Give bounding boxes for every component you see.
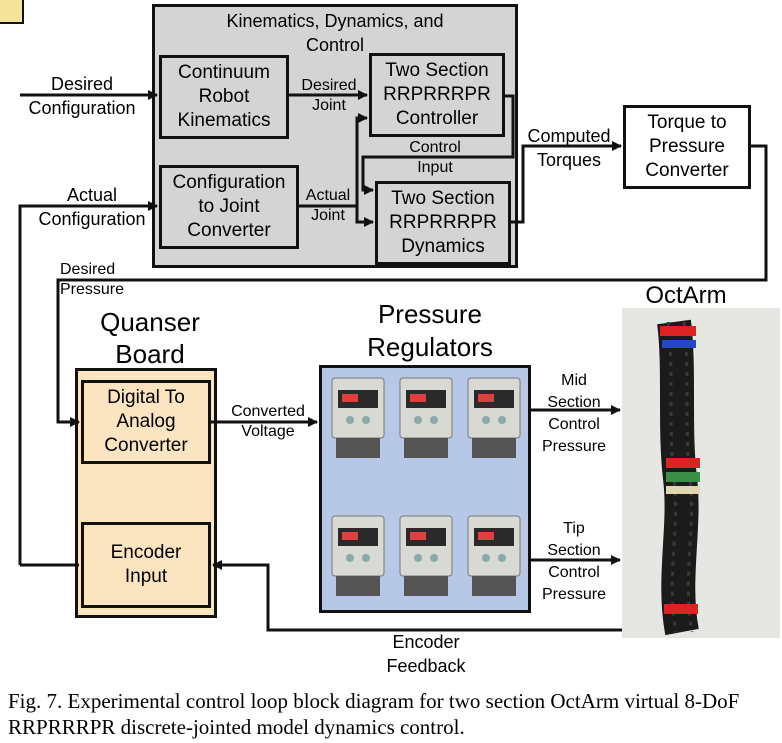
desired-configuration-label: Desired Configuration xyxy=(28,74,136,118)
regulator-device xyxy=(330,376,386,460)
regulator-device xyxy=(398,514,454,598)
regulator-device xyxy=(466,514,522,598)
desired-joint-label: Desired Joint xyxy=(301,77,357,114)
dac-label: Digital To Analog Converter xyxy=(104,387,188,456)
regulator-device xyxy=(330,514,386,598)
computed-torques-label: Computed Torques xyxy=(527,126,611,170)
regulator-device xyxy=(466,376,522,460)
configuration-to-joint-block[interactable]: Configuration to Joint Converter xyxy=(159,165,299,249)
dynamics-label: Two Section RRPRRRPR Dynamics xyxy=(389,188,497,257)
regulator-device xyxy=(398,376,454,460)
ctj-label: Configuration to Joint Converter xyxy=(172,172,286,241)
quanser-board-title: Quanser Board xyxy=(100,307,200,369)
pressure-regulators-title: Pressure Regulators xyxy=(367,299,493,362)
controller-block[interactable]: Two Section RRPRRRPR Controller xyxy=(369,53,505,137)
octarm-photo xyxy=(622,308,780,638)
mid-section-label: Mid Section Control Pressure xyxy=(541,372,607,455)
crk-label: Continuum Robot Kinematics xyxy=(177,62,271,131)
torque-to-pressure-block[interactable]: Torque to Pressure Converter xyxy=(623,105,751,189)
controller-label: Two Section RRPRRRPR Controller xyxy=(383,60,491,129)
dac-block[interactable]: Digital To Analog Converter xyxy=(81,380,211,464)
tip-section-label: Tip Section Control Pressure xyxy=(541,520,607,603)
ttp-label: Torque to Pressure Converter xyxy=(645,112,729,181)
corner-accent xyxy=(0,0,24,24)
encoder-feedback-label: Encoder Feedback xyxy=(386,632,466,676)
encoder-input-block[interactable]: Encoder Input xyxy=(81,522,211,608)
octarm-title: OctArm xyxy=(645,282,727,309)
encoder-label: Encoder Input xyxy=(110,542,182,587)
actual-joint-label: Actual Joint xyxy=(305,187,351,224)
figure-caption: Fig. 7. Experimental control loop block … xyxy=(8,689,740,739)
continuum-robot-kinematics-block[interactable]: Continuum Robot Kinematics xyxy=(159,55,289,139)
desired-pressure-label: Desired Pressure xyxy=(60,261,125,298)
control-input-label: Control Input xyxy=(409,139,461,176)
quanser-board xyxy=(75,368,217,618)
dynamics-block[interactable]: Two Section RRPRRRPR Dynamics xyxy=(375,181,511,265)
kdc-group-title: Kinematics, Dynamics, and Control xyxy=(226,11,444,55)
actual-configuration-label: Actual Configuration xyxy=(38,185,146,229)
converted-voltage-label: Converted Voltage xyxy=(231,403,305,440)
